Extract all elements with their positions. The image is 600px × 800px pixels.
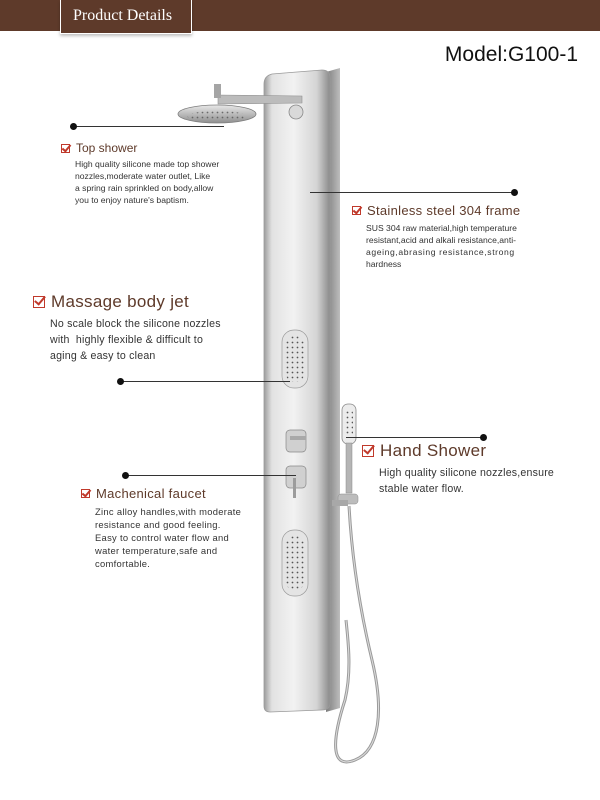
checkbox-icon — [352, 206, 361, 215]
feature-body-jet: Massage body jet No scale block the sili… — [33, 292, 263, 364]
feature-description: No scale block the silicone nozzles with… — [50, 318, 221, 362]
feature-title: Top shower — [76, 141, 138, 155]
product-details-tab[interactable]: Product Details — [60, 0, 192, 34]
top-shower-dot — [70, 123, 77, 130]
feature-faucet: Machenical faucet Zinc alloy handles,wit… — [81, 486, 271, 570]
frame-line — [310, 192, 514, 193]
feature-description: Zinc alloy handles,with moderate resista… — [95, 506, 242, 569]
feature-title: Stainless steel 304 frame — [367, 203, 521, 218]
product-details-label: Product Details — [73, 7, 173, 24]
feature-frame: Stainless steel 304 frame SUS 304 raw ma… — [352, 203, 582, 270]
hand-shower-line — [346, 437, 482, 438]
hand-shower-dot — [480, 434, 487, 441]
hose — [334, 505, 381, 764]
feature-description: SUS 304 raw material,high temperature re… — [366, 223, 517, 269]
checkbox-icon — [33, 296, 45, 308]
feature-description: High quality silicone nozzles,ensure sta… — [379, 467, 555, 495]
model-number: Model:G100-1 — [444, 43, 578, 66]
feature-title: Massage body jet — [51, 292, 190, 311]
body-jet-dot — [117, 378, 124, 385]
shower-arm — [217, 94, 303, 105]
faucet-line — [126, 475, 296, 476]
feature-top-shower: Top shower High quality silicone made to… — [61, 141, 261, 206]
valve-upper — [285, 429, 307, 453]
shower-arm-joint — [214, 84, 221, 98]
checkbox-icon — [61, 143, 70, 153]
feature-title: Machenical faucet — [96, 486, 206, 501]
checkbox-icon — [81, 489, 90, 498]
faucet-dot — [122, 472, 129, 479]
frame-dot — [511, 189, 518, 196]
body-jet-line — [120, 381, 290, 382]
feature-title: Hand Shower — [380, 441, 487, 460]
hand-shower-handle — [345, 442, 353, 494]
feature-description: High quality silicone made top shower no… — [75, 159, 220, 205]
top-shower-line — [74, 126, 224, 127]
panel-body — [263, 69, 331, 713]
arm-base — [288, 104, 304, 120]
checkbox-icon — [362, 445, 374, 457]
feature-hand-shower: Hand Shower High quality silicone nozzle… — [362, 441, 592, 497]
